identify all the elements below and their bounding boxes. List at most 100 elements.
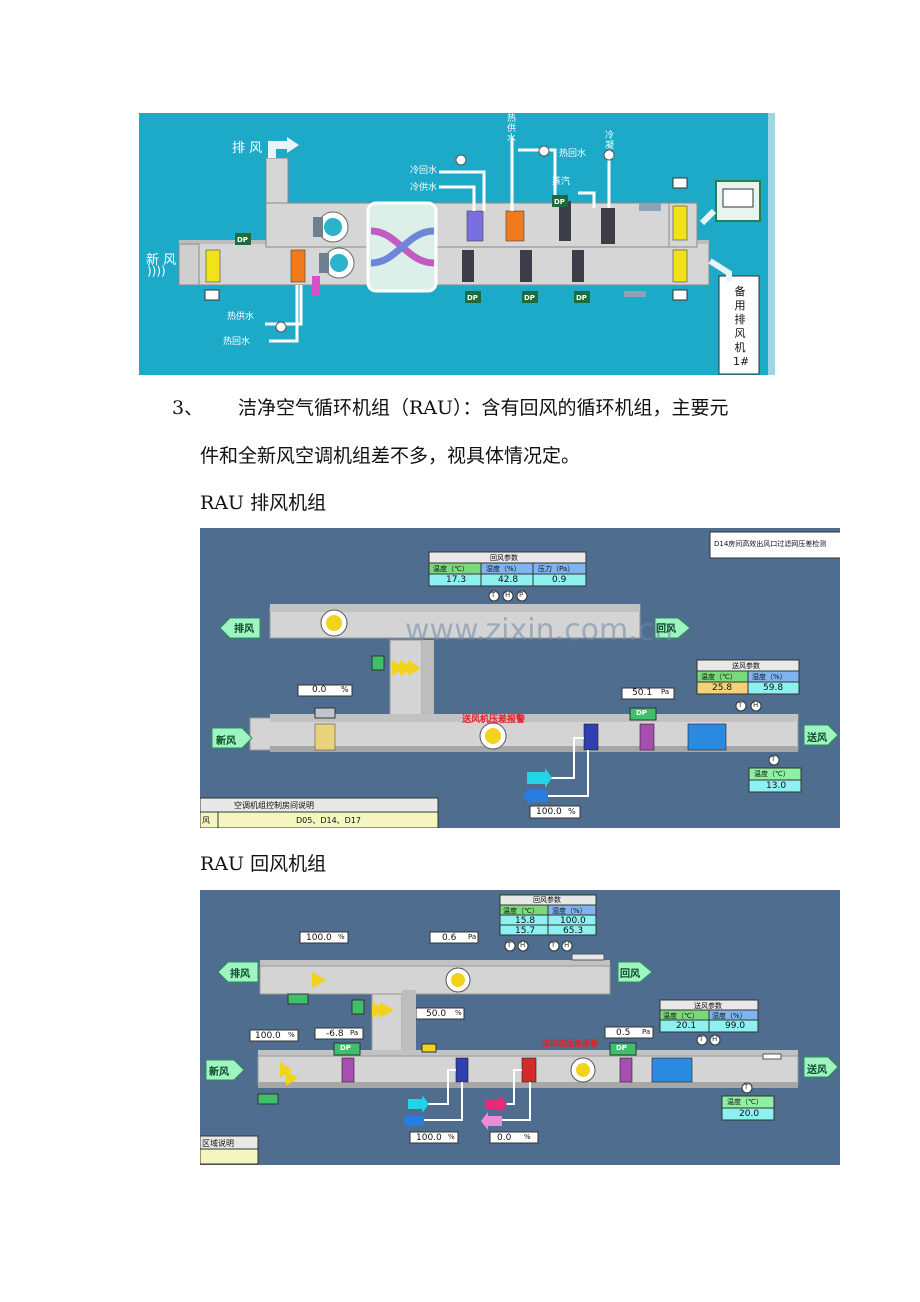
supply-temp-reading: 13.0 — [766, 781, 787, 791]
supply-header-temp: 温度（℃） — [663, 1012, 699, 1020]
dp-label: DP — [237, 236, 248, 244]
dp-right-value: 0.5 — [616, 1028, 631, 1038]
left-value: 100.0 — [255, 1031, 281, 1041]
supply-header-humidity: 湿度（%） — [752, 673, 787, 681]
top-left-value: 100.0 — [306, 933, 332, 943]
svg-text:)))): )))) — [147, 264, 166, 278]
return-params-title: 回风参数 — [533, 896, 561, 904]
dp-left-value: -6.8 — [326, 1029, 344, 1039]
fresh-air-arrow-label: 新风 — [209, 1067, 229, 1078]
sensor-t: T — [551, 941, 556, 949]
supply-air-arrow-label: 送风 — [807, 1065, 827, 1076]
steam-label: 蒸汽 — [552, 177, 571, 187]
fresh-air-label: 新 风 — [146, 253, 177, 268]
supply-temp-value: 25.8 — [712, 683, 733, 693]
exhaust-arrow-label: 排风 — [230, 969, 250, 980]
item-line-1: 洁净空气循环机组（RAU）：含有回风的循环机组，主要元 — [238, 397, 729, 419]
fan-alarm-label: 送风机压差报警 — [462, 715, 526, 725]
room-table-value: D05、D14、D17 — [296, 816, 362, 825]
supply-params-title: 送风参数 — [694, 1002, 722, 1010]
supply-temp-value: 20.1 — [676, 1021, 697, 1031]
top-pa-unit: Pa — [468, 933, 477, 941]
return-header-pressure: 压力（Pa） — [538, 565, 575, 573]
valve-unit: % — [568, 807, 576, 816]
watermark: www.zixin.com.cn — [405, 613, 673, 648]
sensor-t: T — [507, 941, 512, 949]
hot-valve-value: 0.0 — [497, 1133, 512, 1143]
dp-label: DP — [616, 1044, 627, 1052]
item-number: 3、 — [172, 397, 204, 419]
dp-label: DP — [340, 1044, 351, 1052]
room-table-title: 空调机组控制房间说明 — [234, 801, 314, 810]
exhaust-label: 排 风 — [232, 141, 263, 156]
return-row2-temp: 15.7 — [515, 926, 536, 936]
return-header-temp: 温度（℃） — [433, 565, 469, 573]
sensor-h: H — [753, 701, 759, 709]
mid-value: 50.0 — [426, 1009, 447, 1019]
sensor-p: P — [519, 591, 524, 599]
return-humidity-value: 42.8 — [498, 575, 519, 585]
supply-temp-label: 温度（℃） — [727, 1098, 763, 1106]
return-header-temp: 温度（℃） — [503, 907, 539, 915]
supply-humidity-value: 59.8 — [763, 683, 784, 693]
dp-label: DP — [554, 198, 565, 206]
sensor-h: H — [505, 591, 511, 599]
hot-return-water-top-label: 热回水 — [559, 149, 587, 159]
cold-supply-water-label: 冷供水 — [410, 183, 438, 193]
rau-exhaust-diagram: www.zixin.com.cn D14房间高效出风口过滤网压差检测 回风参数 … — [200, 528, 840, 828]
supply-temp-label: 温度（℃） — [754, 770, 790, 778]
top-pa-value: 0.6 — [442, 933, 457, 943]
fan-alarm-label: 送风机压差报警 — [542, 1039, 598, 1048]
dp-left-unit: Pa — [350, 1029, 359, 1037]
return-air-arrow-label: 回风 — [656, 624, 676, 635]
return-row1-temp: 15.8 — [515, 916, 536, 926]
dp-label: DP — [636, 709, 647, 717]
area-note: 区域说明 — [202, 1139, 234, 1148]
exhaust-arrow-label: 排风 — [234, 624, 254, 635]
supply-temp-reading: 20.0 — [739, 1109, 760, 1119]
valve-value: 100.0 — [536, 807, 562, 817]
sensor-t: T — [699, 1035, 704, 1043]
supply-params-title: 送风参数 — [732, 662, 760, 670]
dp-value: 50.1 — [632, 688, 653, 698]
supply-humidity-value: 99.0 — [725, 1021, 746, 1031]
item-line-2: 件和全新风空调机组差不多，视具体情况定。 — [200, 445, 581, 467]
dp-right-unit: Pa — [642, 1028, 651, 1036]
hot-valve-unit: % — [524, 1133, 531, 1141]
cold-valve-value: 100.0 — [416, 1133, 442, 1143]
caption-rau-return: RAU 回风机组 — [200, 853, 327, 875]
top-left-unit: % — [338, 933, 345, 941]
sensor-t: T — [744, 1083, 749, 1091]
return-pressure-value: 0.9 — [552, 575, 567, 585]
mid-unit: % — [455, 1009, 462, 1017]
supply-air-arrow-label: 送风 — [807, 733, 827, 744]
cold-return-water-label: 冷回水 — [410, 166, 438, 176]
dp-label: DP — [524, 294, 535, 302]
sensor-h: H — [520, 941, 526, 949]
rau-return-diagram: 回风参数 温度（℃） 湿度（%） 15.8 100.0 15.7 65.3 10… — [200, 890, 840, 1165]
damper-value: 0.0 — [312, 685, 327, 695]
return-air-arrow-label: 回风 — [620, 969, 640, 980]
return-params-title: 回风参数 — [490, 554, 518, 562]
left-unit: % — [288, 1031, 295, 1039]
header-note: D14房间高效出风口过滤网压差检测 — [714, 540, 827, 548]
sensor-h: H — [712, 1035, 718, 1043]
return-row1-humidity: 100.0 — [560, 916, 586, 926]
chilled-water-label: 冷凝水 — [605, 131, 615, 161]
hot-return-water-label: 热回水 — [223, 337, 251, 347]
sensor-t: T — [771, 755, 776, 763]
return-header-humidity: 湿度（%） — [486, 565, 521, 573]
supply-header-temp: 温度（℃） — [701, 673, 737, 681]
room-table-left: 风 — [202, 816, 210, 825]
cold-valve-unit: % — [448, 1133, 455, 1141]
sensor-h: H — [564, 941, 570, 949]
ahu-diagram-1: DP DP DP DP DP )))) 排 风 新 风 冷回水 冷供水 热供水 … — [139, 113, 775, 375]
damper-unit: % — [341, 685, 349, 694]
dp-unit: Pa — [661, 688, 670, 696]
dp-label: DP — [467, 294, 478, 302]
sensor-t: T — [491, 591, 496, 599]
caption-rau-exhaust: RAU 排风机组 — [200, 492, 327, 514]
supply-header-humidity: 湿度（%） — [712, 1012, 747, 1020]
return-temp-value: 17.3 — [446, 575, 467, 585]
